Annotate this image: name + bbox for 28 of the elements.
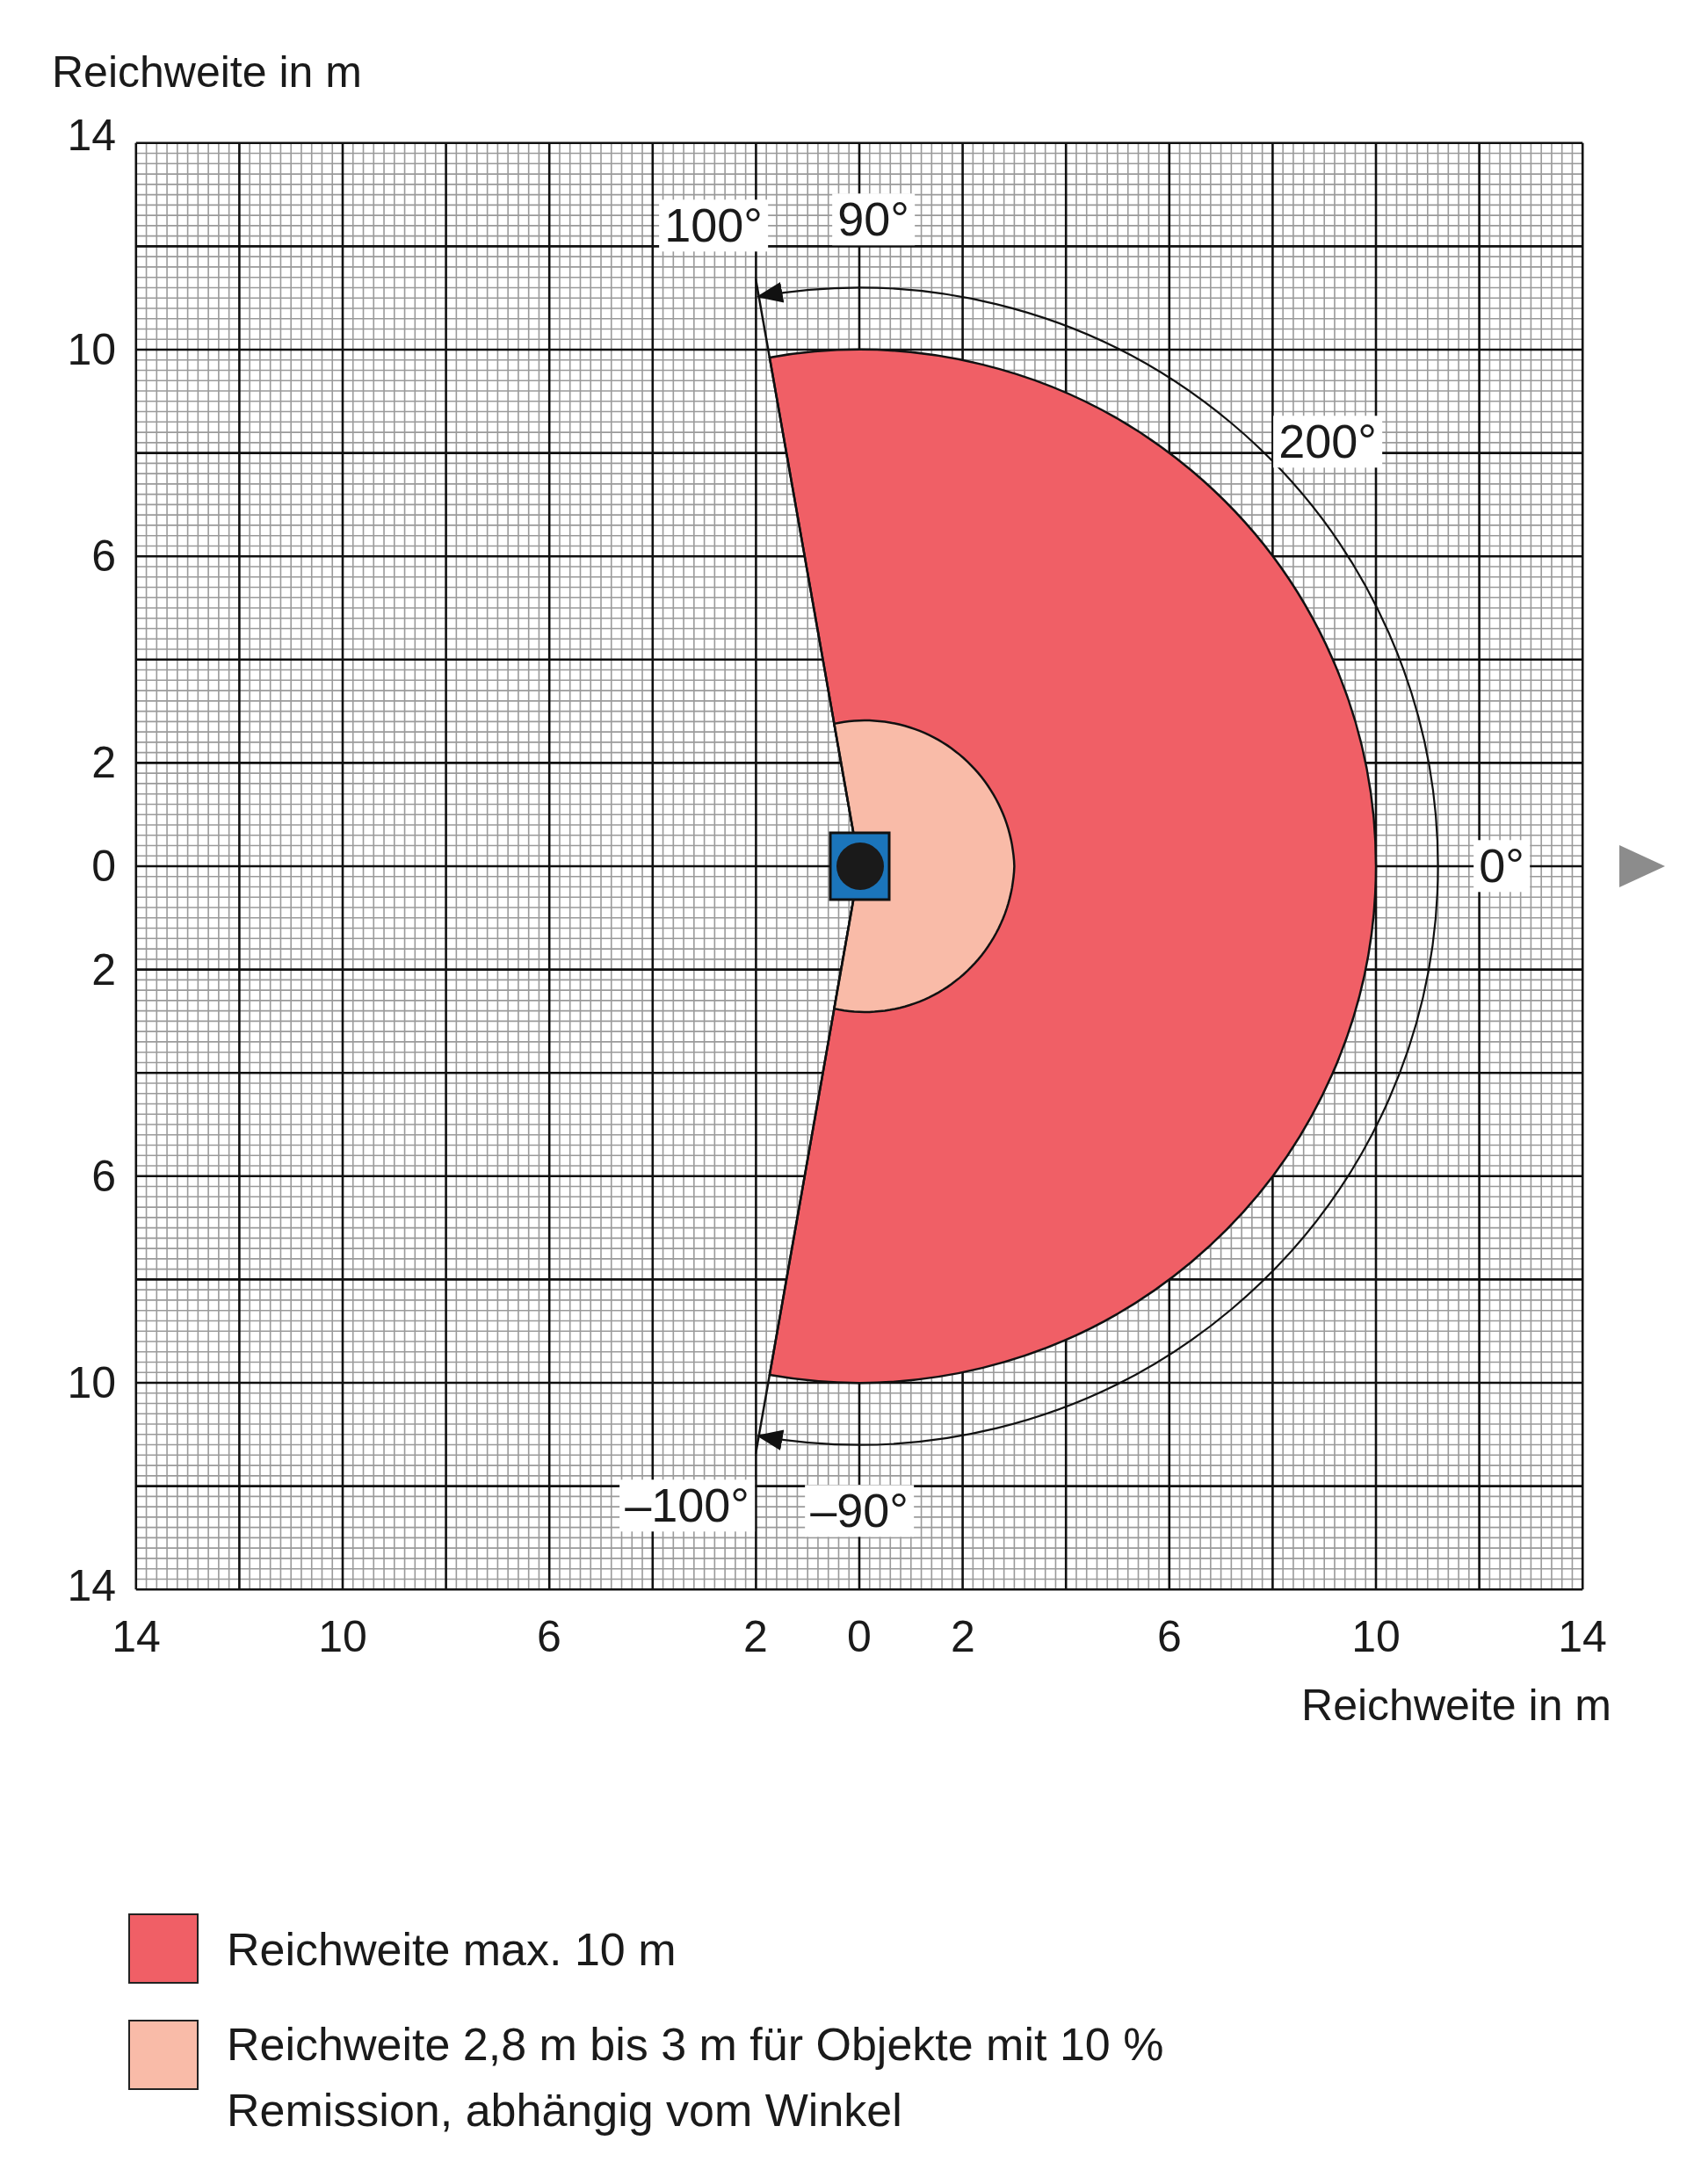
axis-tick-label: 10 bbox=[318, 1612, 367, 1661]
axis-tick-label: 2 bbox=[951, 1612, 975, 1661]
axis-tick-label: 14 bbox=[112, 1612, 161, 1661]
legend-text: Reichweite 2,8 m bis 3 m für Objekte mit 10 % Remission, abhängig vom Winkel bbox=[227, 2018, 1165, 2138]
axis-tick-label: 2 bbox=[91, 945, 116, 994]
axis-tick-label: 6 bbox=[91, 1152, 116, 1201]
axis-tick-label: 2 bbox=[743, 1612, 768, 1661]
axis-tick-label: 10 bbox=[67, 1358, 116, 1407]
axis-tick-label: 6 bbox=[91, 532, 116, 581]
angle-label: –90° bbox=[805, 1485, 914, 1537]
angle-label: –100° bbox=[619, 1479, 755, 1532]
axis-tick-label: 10 bbox=[1351, 1612, 1401, 1661]
axis-tick-label: 14 bbox=[1558, 1612, 1607, 1661]
axis-tick-label: 14 bbox=[67, 1561, 116, 1610]
angle-label: 0° bbox=[1473, 840, 1530, 893]
axis-tick-label: 10 bbox=[67, 325, 116, 374]
legend-text: Reichweite max. 10 m bbox=[227, 1923, 677, 1977]
angle-label: 200° bbox=[1273, 416, 1382, 468]
axis-tick-label: 6 bbox=[1157, 1612, 1182, 1661]
axis-tick-label: 14 bbox=[67, 111, 116, 160]
axis-tick-label: 0 bbox=[91, 842, 116, 891]
angle-label: 90° bbox=[832, 193, 915, 246]
angle-label: 100° bbox=[659, 199, 768, 252]
axis-title: Reichweite in m bbox=[52, 47, 362, 97]
axis-tick-label: 2 bbox=[91, 738, 116, 787]
axis-tick-label: 0 bbox=[847, 1612, 872, 1661]
axis-tick-label: 6 bbox=[537, 1612, 561, 1661]
axis-title: Reichweite in m bbox=[1301, 1681, 1611, 1730]
